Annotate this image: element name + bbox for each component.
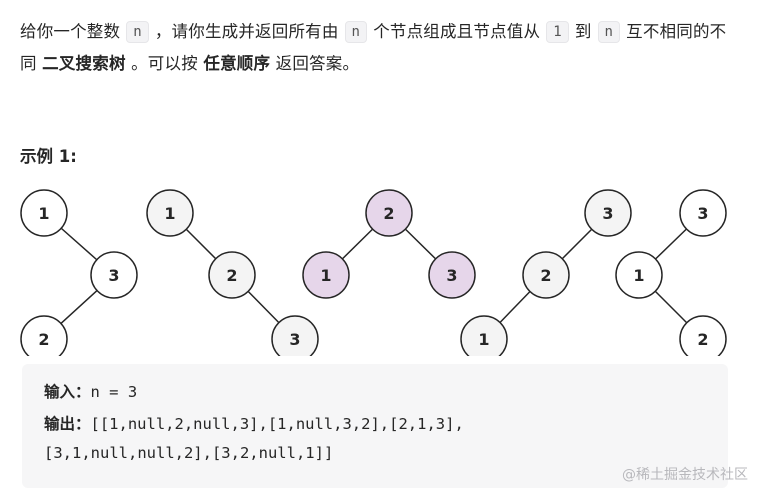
tree-node-label: 1 xyxy=(633,266,644,285)
tree-node-label: 3 xyxy=(697,204,708,223)
tree-node-label: 2 xyxy=(540,266,551,285)
tree-node-label: 1 xyxy=(38,204,49,223)
tree-node xyxy=(90,251,138,299)
term-bst: 二叉搜索树 xyxy=(42,54,126,73)
tree-node-label: 2 xyxy=(226,266,237,285)
output-line-1: 输出：[[1,null,2,null,3],[1,null,3,2],[2,1,… xyxy=(44,412,464,434)
inline-code-1: 1 xyxy=(546,21,569,43)
output-line-2: [3,1,null,null,2],[3,2,null,1]] xyxy=(44,444,334,462)
watermark: @稀土掘金技术社区 xyxy=(622,467,748,483)
example-title: 示例 1: xyxy=(20,147,77,166)
inline-code-n: n xyxy=(597,21,621,43)
tree-node-label: 1 xyxy=(164,204,175,223)
input-value: n = 3 xyxy=(90,383,138,401)
tree-edge xyxy=(185,228,217,260)
output-label: 输出： xyxy=(44,415,91,433)
tree-4: 3 2 1 xyxy=(460,189,632,356)
tree-edge xyxy=(341,228,374,260)
tree-node xyxy=(615,251,663,299)
tree-node-label: 2 xyxy=(697,330,708,349)
tree-node xyxy=(679,315,727,356)
tree-edge xyxy=(60,227,98,261)
tree-edge xyxy=(654,228,688,260)
tree-1: 1 3 2 xyxy=(20,189,138,356)
tree-edge xyxy=(247,290,280,324)
bst-diagram: 1 3 2 1 2 3 2 1 3 3 2 1 3 1 2 xyxy=(20,189,727,356)
tree-node-label: 2 xyxy=(383,204,394,223)
tree-node-label: 3 xyxy=(289,330,300,349)
tree-node-label: 3 xyxy=(446,266,457,285)
tree-5: 3 1 2 xyxy=(615,189,727,356)
input-line: 输入：n = 3 xyxy=(44,380,137,402)
input-label: 输入： xyxy=(44,383,91,401)
tree-node xyxy=(679,189,727,237)
tree-node-label: 1 xyxy=(320,266,331,285)
tree-edge xyxy=(654,290,688,324)
tree-3: 2 1 3 xyxy=(302,189,476,299)
tree-node xyxy=(522,251,570,299)
tree-node xyxy=(428,251,476,299)
tree-node xyxy=(20,315,68,356)
tree-node-label: 2 xyxy=(38,330,49,349)
tree-edge xyxy=(404,228,437,260)
output-value-1: [[1,null,2,null,3],[1,null,3,2],[2,1,3], xyxy=(90,415,464,433)
example-code-block: 输入：n = 3 输出：[[1,null,2,null,3],[1,null,3… xyxy=(22,364,728,488)
tree-edge xyxy=(499,290,531,324)
tree-node xyxy=(20,189,68,237)
inline-code-n: n xyxy=(126,21,149,43)
tree-edge xyxy=(561,228,593,260)
tree-node xyxy=(146,189,194,237)
tree-node-label: 3 xyxy=(602,204,613,223)
tree-2: 1 2 3 xyxy=(146,189,319,356)
term-any-order: 任意顺序 xyxy=(203,54,271,73)
tree-edge xyxy=(60,289,98,325)
tree-node xyxy=(208,251,256,299)
tree-node xyxy=(584,189,632,237)
inline-code-n: n xyxy=(344,21,368,43)
tree-node xyxy=(271,315,319,356)
tree-node xyxy=(460,315,508,356)
tree-node xyxy=(302,251,350,299)
tree-node xyxy=(365,189,413,237)
tree-node-label: 1 xyxy=(478,330,489,349)
tree-node-label: 3 xyxy=(108,266,119,285)
